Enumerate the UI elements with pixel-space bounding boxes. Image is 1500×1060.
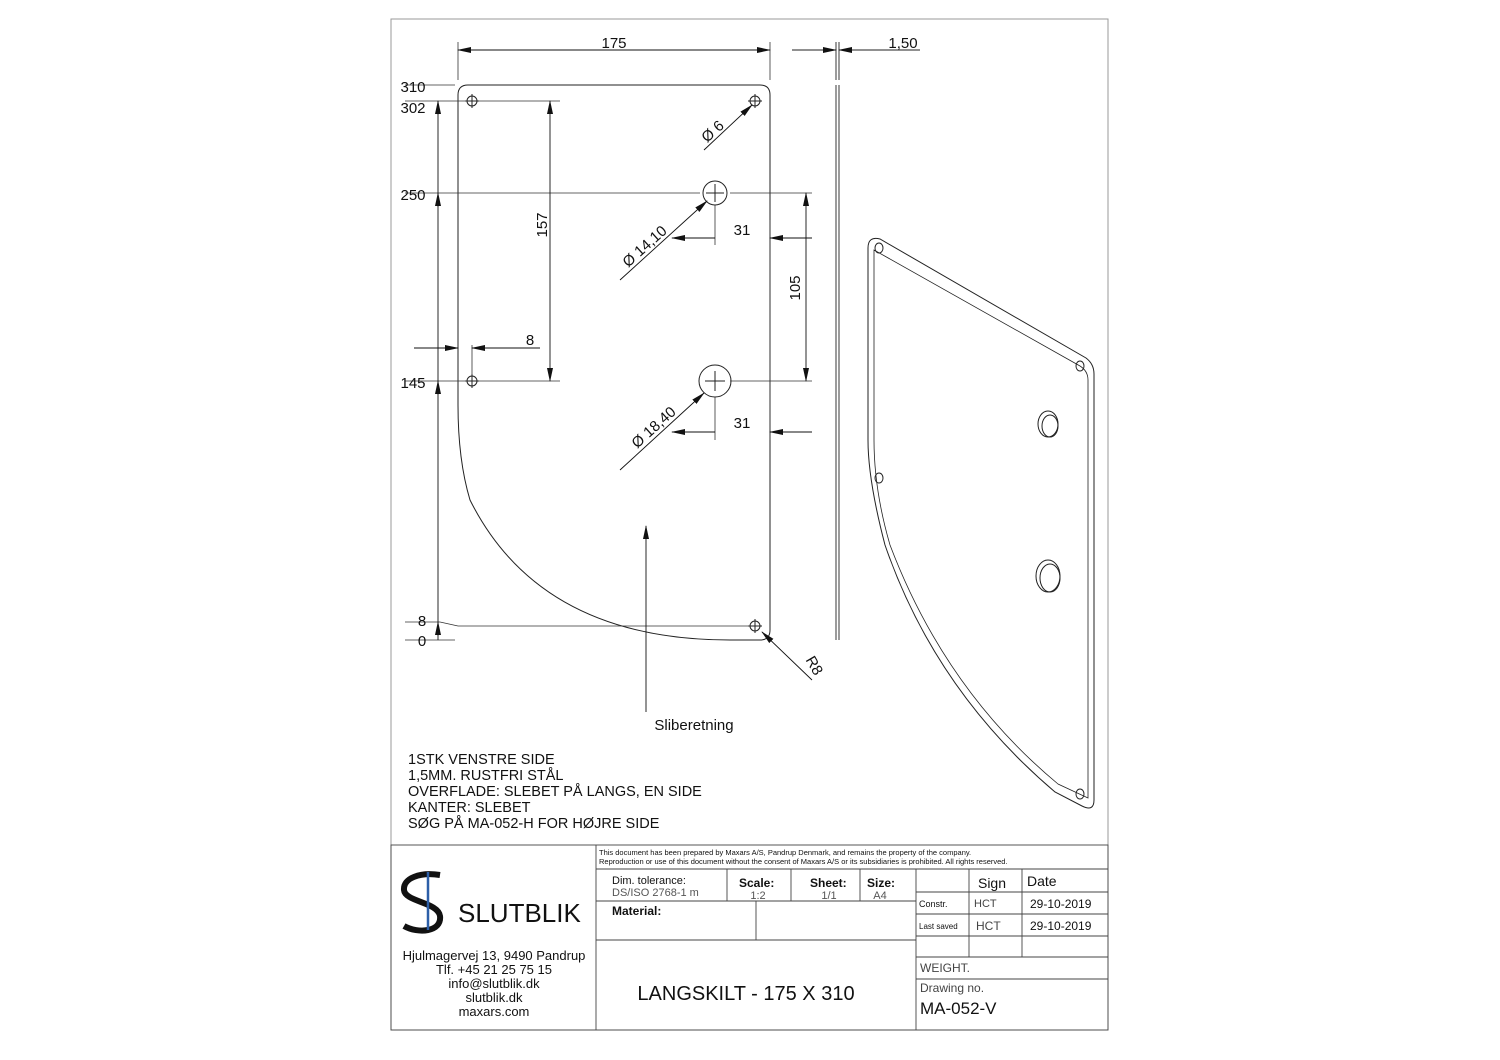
dim-offset-31-top: 31 — [734, 222, 751, 239]
dim-y-310: 310 — [400, 79, 425, 96]
dim-thickness: 1,50 — [888, 35, 917, 52]
title-block — [390, 844, 1109, 1031]
address-line: Hjulmagervej 13, 9490 Pandrup — [403, 948, 586, 963]
phone-line: Tlf. +45 21 25 75 15 — [436, 962, 552, 977]
dim-y-302: 302 — [400, 100, 425, 117]
dim-radius: R8 — [802, 653, 826, 678]
constr-sign: HCT — [974, 898, 997, 910]
size-label: Size: — [867, 876, 895, 890]
dim-y-145: 145 — [400, 375, 425, 392]
dim-dia-1840: Ø 18,40 — [628, 403, 679, 451]
plate-front-view — [457, 84, 771, 641]
plate-side-view — [792, 42, 920, 640]
dim-edge-8: 8 — [526, 332, 534, 349]
date-header: Date — [1027, 873, 1057, 889]
extension-lines — [405, 42, 812, 641]
drawing-number: MA-052-V — [920, 999, 997, 1018]
tolerance-label: Dim. tolerance: — [612, 875, 686, 887]
dim-y-0: 0 — [418, 633, 426, 650]
website-line: maxars.com — [459, 1004, 530, 1019]
size-value: A4 — [873, 890, 886, 902]
slutblik-logo: SLUTBLIK — [401, 871, 581, 934]
dim-hole-spacing: 157 — [534, 212, 551, 237]
dim-width: 175 — [601, 35, 626, 52]
last-saved-label: Last saved — [919, 922, 958, 931]
sheet-value: 1/1 — [821, 890, 836, 902]
sheet-label: Sheet: — [810, 876, 847, 890]
scale-value: 1:2 — [750, 890, 765, 902]
note-line: 1,5MM. RUSTFRI STÅL — [408, 767, 564, 784]
constr-date: 29-10-2019 — [1030, 897, 1092, 911]
last-saved-sign: HCT — [976, 919, 1001, 933]
dimension-lines — [414, 47, 813, 712]
mounting-holes — [465, 94, 762, 633]
sign-header: Sign — [978, 875, 1006, 891]
drawing-no-label: Drawing no. — [920, 981, 984, 995]
dim-dia-1410: Ø 14,10 — [619, 222, 670, 270]
dim-dia-6: Ø 6 — [698, 117, 727, 146]
grain-direction-label: Sliberetning — [654, 717, 733, 734]
company-address: Hjulmagervej 13, 9490 Pandrup Tlf. +45 2… — [403, 948, 586, 1019]
constr-label: Constr. — [919, 899, 948, 909]
email-line: info@slutblik.dk — [448, 976, 540, 991]
note-line: SØG PÅ MA-052-H FOR HØJRE SIDE — [408, 815, 660, 832]
dim-hole-spacing-105: 105 — [787, 275, 804, 300]
website-line: slutblik.dk — [465, 990, 523, 1005]
dim-y-8: 8 — [418, 613, 426, 630]
disclaimer-line: This document has been prepared by Maxar… — [599, 848, 971, 857]
notes-block: 1STK VENSTRE SIDE 1,5MM. RUSTFRI STÅL OV… — [408, 752, 702, 832]
plate-isometric-view — [867, 237, 1095, 809]
material-label: Material: — [612, 904, 661, 918]
tolerance-value: DS/ISO 2768-1 m — [612, 887, 699, 899]
company-name: SLUTBLIK — [458, 898, 581, 928]
scale-label: Scale: — [739, 876, 774, 890]
weight-label: WEIGHT. — [920, 961, 970, 975]
note-line: KANTER: SLEBET — [408, 800, 531, 816]
note-line: OVERFLADE: SLEBET PÅ LANGS, EN SIDE — [408, 783, 702, 800]
last-saved-date: 29-10-2019 — [1030, 919, 1092, 933]
disclaimer-line: Reproduction or use of this document wit… — [599, 857, 1008, 866]
part-title: LANGSKILT - 175 X 310 — [637, 983, 854, 1005]
dim-offset-31-bottom: 31 — [734, 415, 751, 432]
note-line: 1STK VENSTRE SIDE — [408, 752, 555, 768]
dim-y-250: 250 — [400, 187, 425, 204]
